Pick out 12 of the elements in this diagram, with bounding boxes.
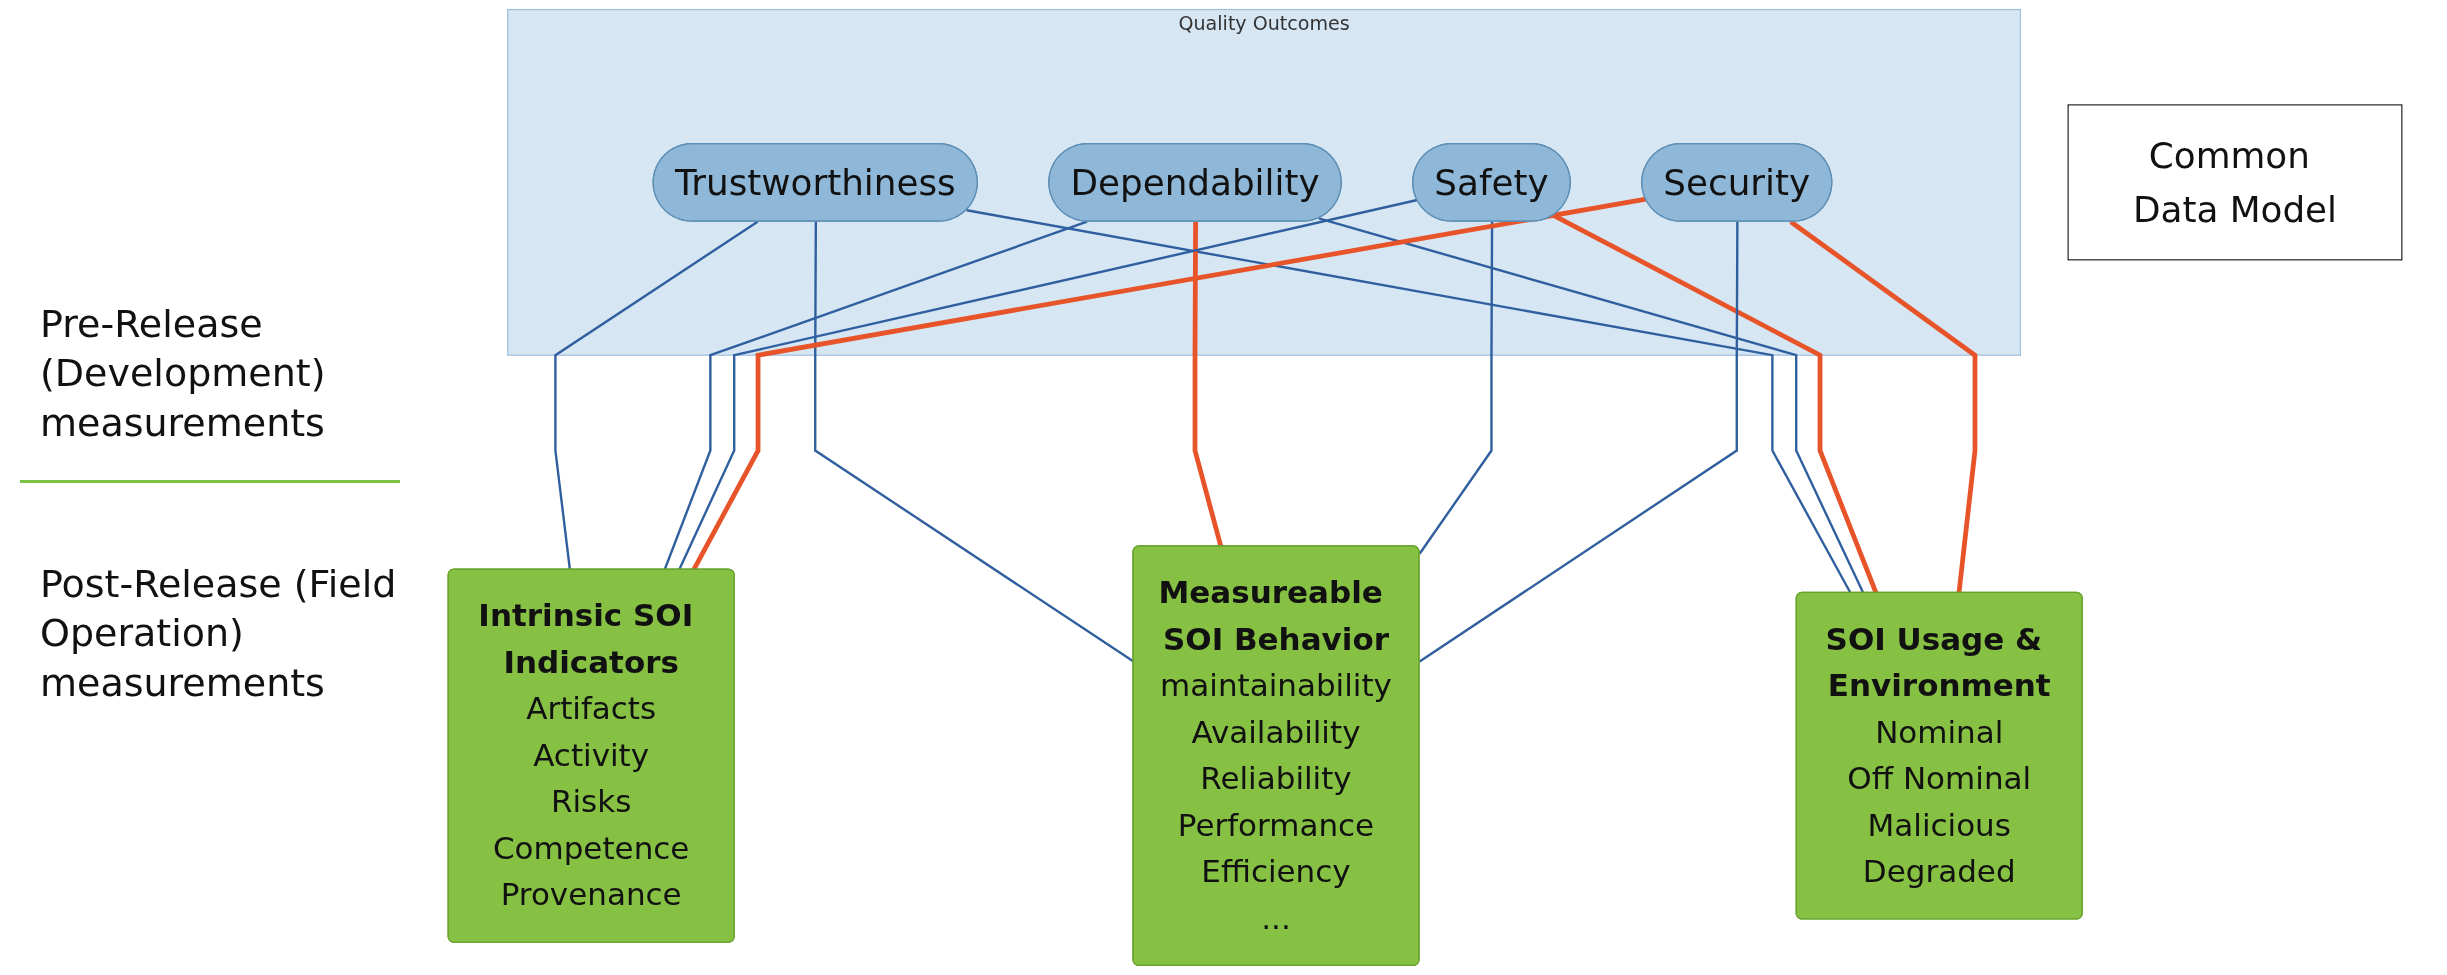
connector — [691, 196, 1647, 571]
connector — [554, 220, 759, 570]
connector — [678, 198, 1418, 571]
node-box: Common Data Model — [2067, 104, 2403, 261]
connector — [663, 220, 1088, 571]
connector — [1419, 221, 1739, 663]
connector — [1418, 221, 1494, 555]
connector — [1789, 219, 1978, 594]
phase-label: Post-Release (Field Operation) measurements — [40, 561, 398, 707]
connector — [966, 209, 1852, 594]
connector — [1318, 217, 1865, 594]
phase-label: Pre-Release (Development) measurements — [40, 301, 327, 447]
